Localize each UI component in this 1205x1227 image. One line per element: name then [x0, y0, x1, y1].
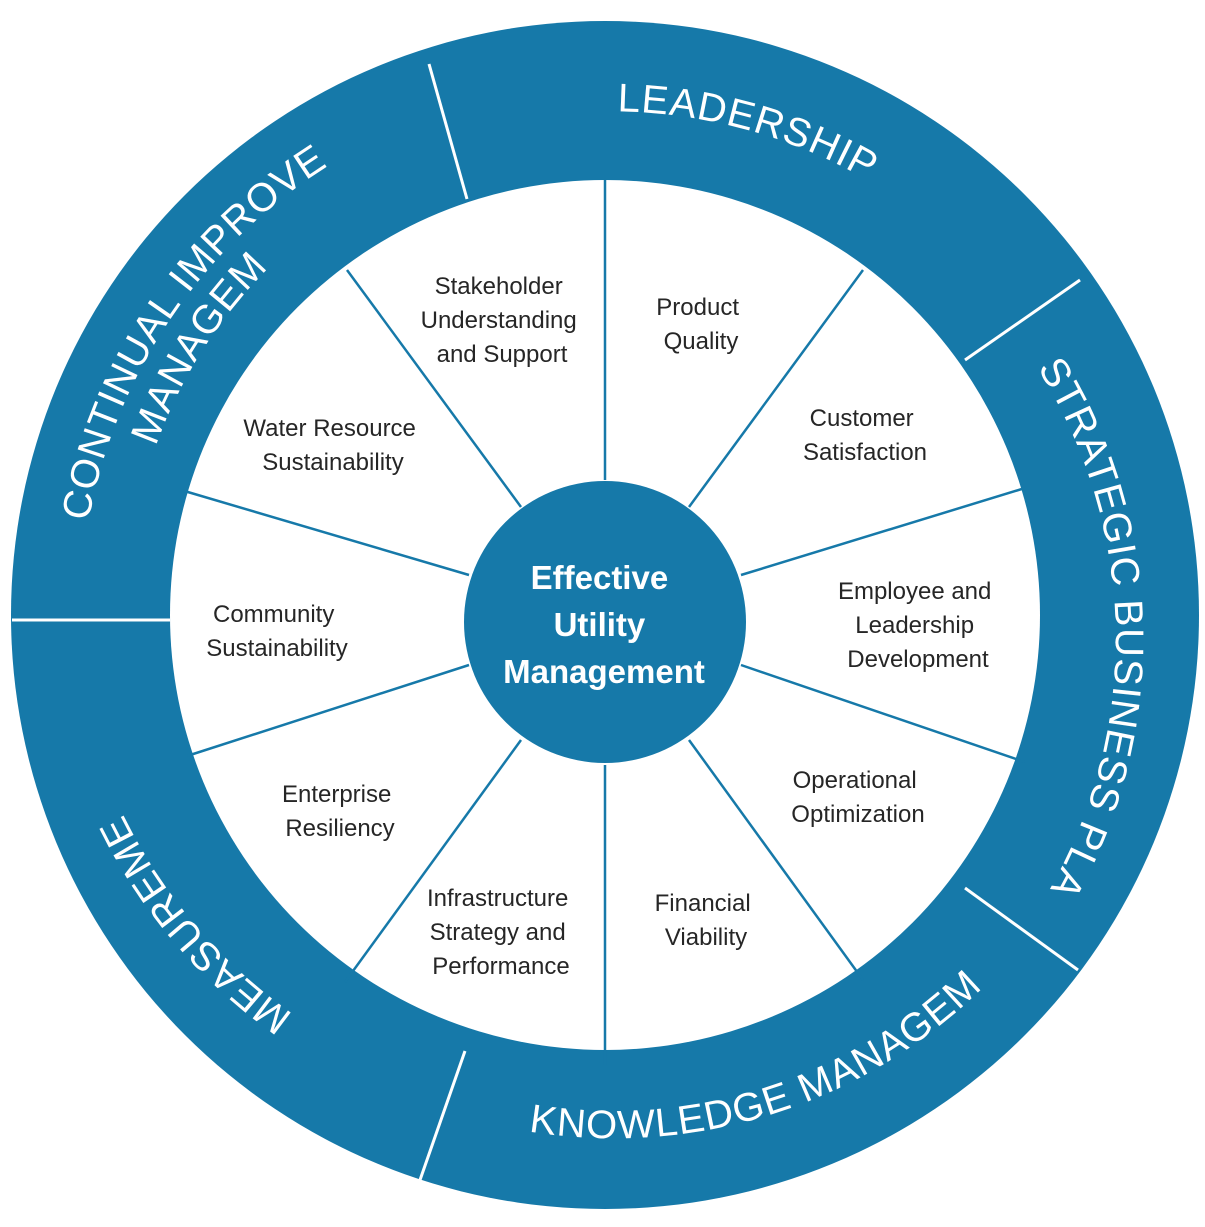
segment-enterprise-resiliency: Enterprise Resiliency: [282, 781, 398, 842]
segment-infrastructure-strategy: Infrastructure Strategy and Performance: [427, 885, 575, 980]
spoke: [180, 488, 470, 577]
spoke: [687, 269, 865, 508]
separator-knowledge-measurement: [418, 1050, 467, 1181]
separator-leadership-strategic: [964, 278, 1081, 362]
spokes: [180, 180, 1026, 1065]
segment-customer-satisfaction: Customer Satisfaction: [803, 405, 927, 466]
spoke: [186, 663, 470, 758]
spoke: [345, 269, 523, 508]
segment-operational-optimization: Operational Optimization: [791, 767, 924, 828]
spoke: [343, 739, 523, 983]
hub-label: Effective Utility Management: [503, 559, 705, 690]
segment-labels: Product Quality Customer Satisfaction Em…: [206, 273, 998, 980]
spoke: [740, 663, 1026, 764]
spoke: [740, 486, 1026, 577]
segment-employee-leadership-development: Employee and Leadership Development: [838, 578, 998, 673]
hub-circle: [464, 481, 746, 763]
separator-ci-leadership: [427, 63, 469, 200]
spoke: [687, 739, 865, 981]
segment-financial-viability: Financial Viability: [655, 890, 758, 951]
separator-strategic-knowledge: [964, 886, 1079, 972]
segment-stakeholder-understanding: Stakeholder Understanding and Support: [421, 273, 584, 368]
segment-community-sustainability: Community Sustainability: [206, 601, 347, 662]
ring-separators: [12, 63, 1081, 1181]
segment-water-resource-sustainability: Water Resource Sustainability: [243, 415, 422, 476]
segment-product-quality: Product Quality: [656, 294, 745, 355]
